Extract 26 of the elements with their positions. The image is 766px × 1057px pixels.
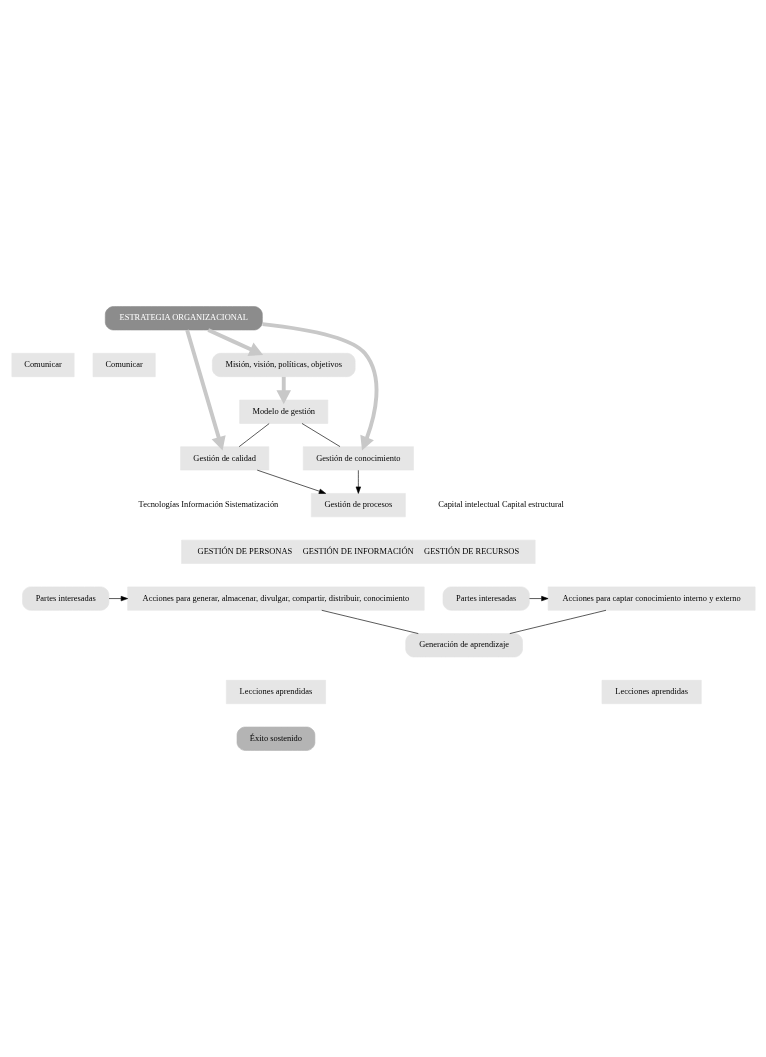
node-box: ESTRATEGIA ORGANIZACIONAL — [104, 306, 263, 331]
node-box: Comunicar — [11, 353, 74, 377]
node-box: Gestión de conocimiento — [302, 446, 414, 471]
node-box: Gestión de calidad — [179, 446, 269, 471]
arrow — [256, 469, 326, 494]
node-box: Partes interesadas — [442, 586, 530, 611]
arrow — [108, 595, 128, 602]
node-box: Acciones para captar conocimiento interno y externo — [547, 586, 755, 611]
node-box: Partes interesadas — [21, 586, 109, 611]
label: Capital intelectual Capital estructural — [437, 499, 564, 510]
arrow — [206, 328, 263, 356]
node-box: Acciones para generar, almacenar, divulgar, compartir, distribuir, conocimiento — [126, 586, 425, 611]
node-box: Lecciones aprendidas — [601, 680, 702, 704]
node-box: Modelo de gestión — [238, 399, 328, 424]
node-box: GESTIÓN DE PERSONAS GESTIÓN DE INFORMACIÓN GESTIÓN DE RECURSOS — [180, 539, 535, 564]
node-box: Gestión de procesos — [310, 493, 406, 518]
node-box: Comunicar — [92, 353, 156, 377]
arrow — [355, 469, 361, 494]
node-box: Lecciones aprendidas — [225, 680, 326, 704]
arrow — [184, 329, 226, 451]
arrow — [261, 322, 378, 451]
label: Tecnologías Información Sistematización — [138, 499, 278, 510]
node-box: Misión, visión, políticas, objetivos — [211, 353, 355, 377]
arrow — [528, 595, 548, 602]
node-box: Generación de aprendizaje — [404, 633, 523, 658]
node-box: Éxito sostenido — [236, 726, 315, 751]
